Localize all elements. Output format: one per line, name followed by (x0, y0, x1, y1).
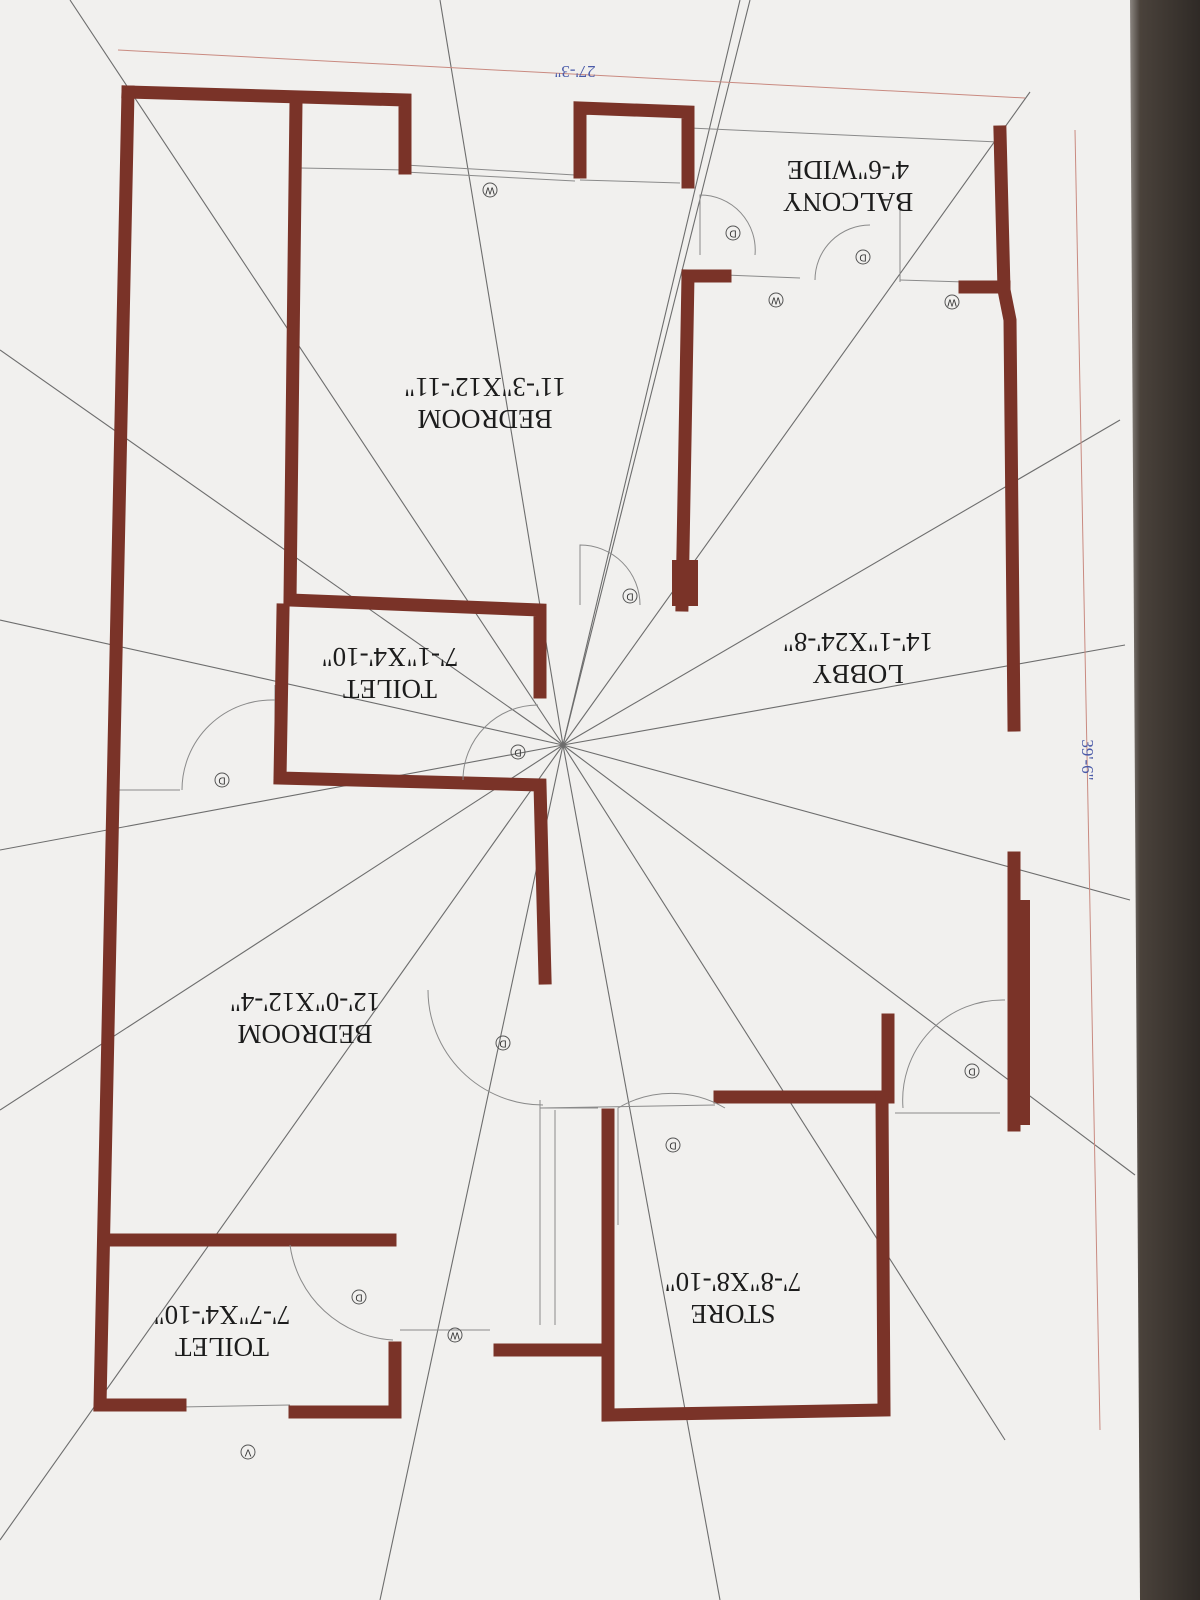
door-symbol: D (351, 1289, 367, 1305)
svg-text:TOILET: TOILET (175, 1332, 269, 1362)
svg-text:BEDROOM: BEDROOM (417, 404, 552, 434)
svg-text:14'-1"X24'-8": 14'-1"X24'-8" (783, 627, 933, 657)
perspective-line (562, 744, 721, 1600)
svg-text:BEDROOM: BEDROOM (237, 1019, 372, 1049)
svg-text:W: W (947, 297, 957, 308)
room-label-bedroom-1: BEDROOM 11'-3"X12'-11" (404, 372, 566, 434)
perspective-line (562, 91, 1031, 746)
svg-text:D: D (218, 775, 225, 786)
length-dimension-label: 39'-6" (1078, 739, 1097, 780)
fixture-lines (115, 127, 1000, 1408)
door-symbol: D (622, 588, 638, 604)
window-symbol: W (768, 292, 784, 308)
door-symbol: D (964, 1063, 980, 1079)
door-symbol: D (665, 1137, 681, 1153)
svg-text:D: D (669, 1140, 676, 1151)
perspective-line (0, 744, 564, 851)
room-label-toilet-1: TOILET 7'-1"X4'-10" (322, 642, 459, 704)
svg-text:11'-3"X12'-11": 11'-3"X12'-11" (404, 372, 566, 402)
room-label-store: STORE 7'-8"X8'-10" (665, 1267, 802, 1329)
svg-text:W: W (450, 1330, 460, 1341)
svg-text:D: D (859, 252, 866, 263)
svg-text:W: W (771, 295, 781, 306)
door-symbol: D (495, 1035, 511, 1051)
walls (93, 85, 1030, 1422)
perspective-lines (0, 0, 1136, 1600)
width-dimension-label: 27'-3" (554, 62, 595, 81)
room-label-bedroom-2: BEDROOM 12'-0"X12'-4" (230, 987, 380, 1049)
door-symbol: D (725, 225, 741, 241)
room-label-balcony: BALCONY 4'-6"WIDE (783, 155, 914, 217)
width-dimension: 27'-3" (117, 49, 1026, 99)
svg-text:BALCONY: BALCONY (783, 187, 914, 217)
length-dimension: 39'-6" (1074, 129, 1101, 1431)
svg-text:D: D (355, 1292, 362, 1303)
svg-text:7'-7"X4'-10": 7'-7"X4'-10" (154, 1300, 291, 1330)
window-symbol: W (944, 294, 960, 310)
svg-text:STORE: STORE (690, 1299, 775, 1329)
door-swings (181, 194, 1006, 1341)
door-symbols: D D D D D D D D D W W W W V (214, 182, 980, 1460)
paper (0, 0, 1140, 1600)
room-label-toilet-2: TOILET 7'-7"X4'-10" (154, 1300, 291, 1362)
perspective-line (562, 744, 1136, 1176)
perspective-line (69, 0, 564, 746)
svg-text:D: D (499, 1038, 506, 1049)
svg-text:TOILET: TOILET (343, 674, 437, 704)
svg-text:7'-8"X8'-10": 7'-8"X8'-10" (665, 1267, 802, 1297)
perspective-line (562, 0, 741, 746)
svg-text:D: D (514, 747, 521, 758)
svg-text:12'-0"X12'-4": 12'-0"X12'-4" (230, 987, 380, 1017)
perspective-line (562, 644, 1126, 746)
window-symbol: W (482, 182, 498, 198)
window-symbol: W (447, 1327, 463, 1343)
svg-text:7'-1"X4'-10": 7'-1"X4'-10" (322, 642, 459, 672)
perspective-line (562, 419, 1121, 746)
ventilator-symbol: V (240, 1444, 256, 1460)
perspective-line (379, 744, 564, 1600)
svg-text:W: W (485, 185, 495, 196)
door-symbol: D (855, 249, 871, 265)
svg-text:D: D (968, 1066, 975, 1077)
svg-text:D: D (626, 591, 633, 602)
svg-text:4'-6"WIDE: 4'-6"WIDE (787, 155, 909, 185)
perspective-line (562, 0, 751, 746)
svg-text:V: V (244, 1447, 251, 1458)
door-symbol: D (214, 772, 230, 788)
perspective-line (0, 349, 564, 746)
door-symbol: D (510, 744, 526, 760)
perspective-line (0, 744, 564, 1111)
svg-text:LOBBY: LOBBY (812, 659, 904, 689)
perspective-line (562, 744, 1131, 901)
room-label-lobby: LOBBY 14'-1"X24'-8" (783, 627, 933, 689)
svg-text:D: D (729, 228, 736, 239)
